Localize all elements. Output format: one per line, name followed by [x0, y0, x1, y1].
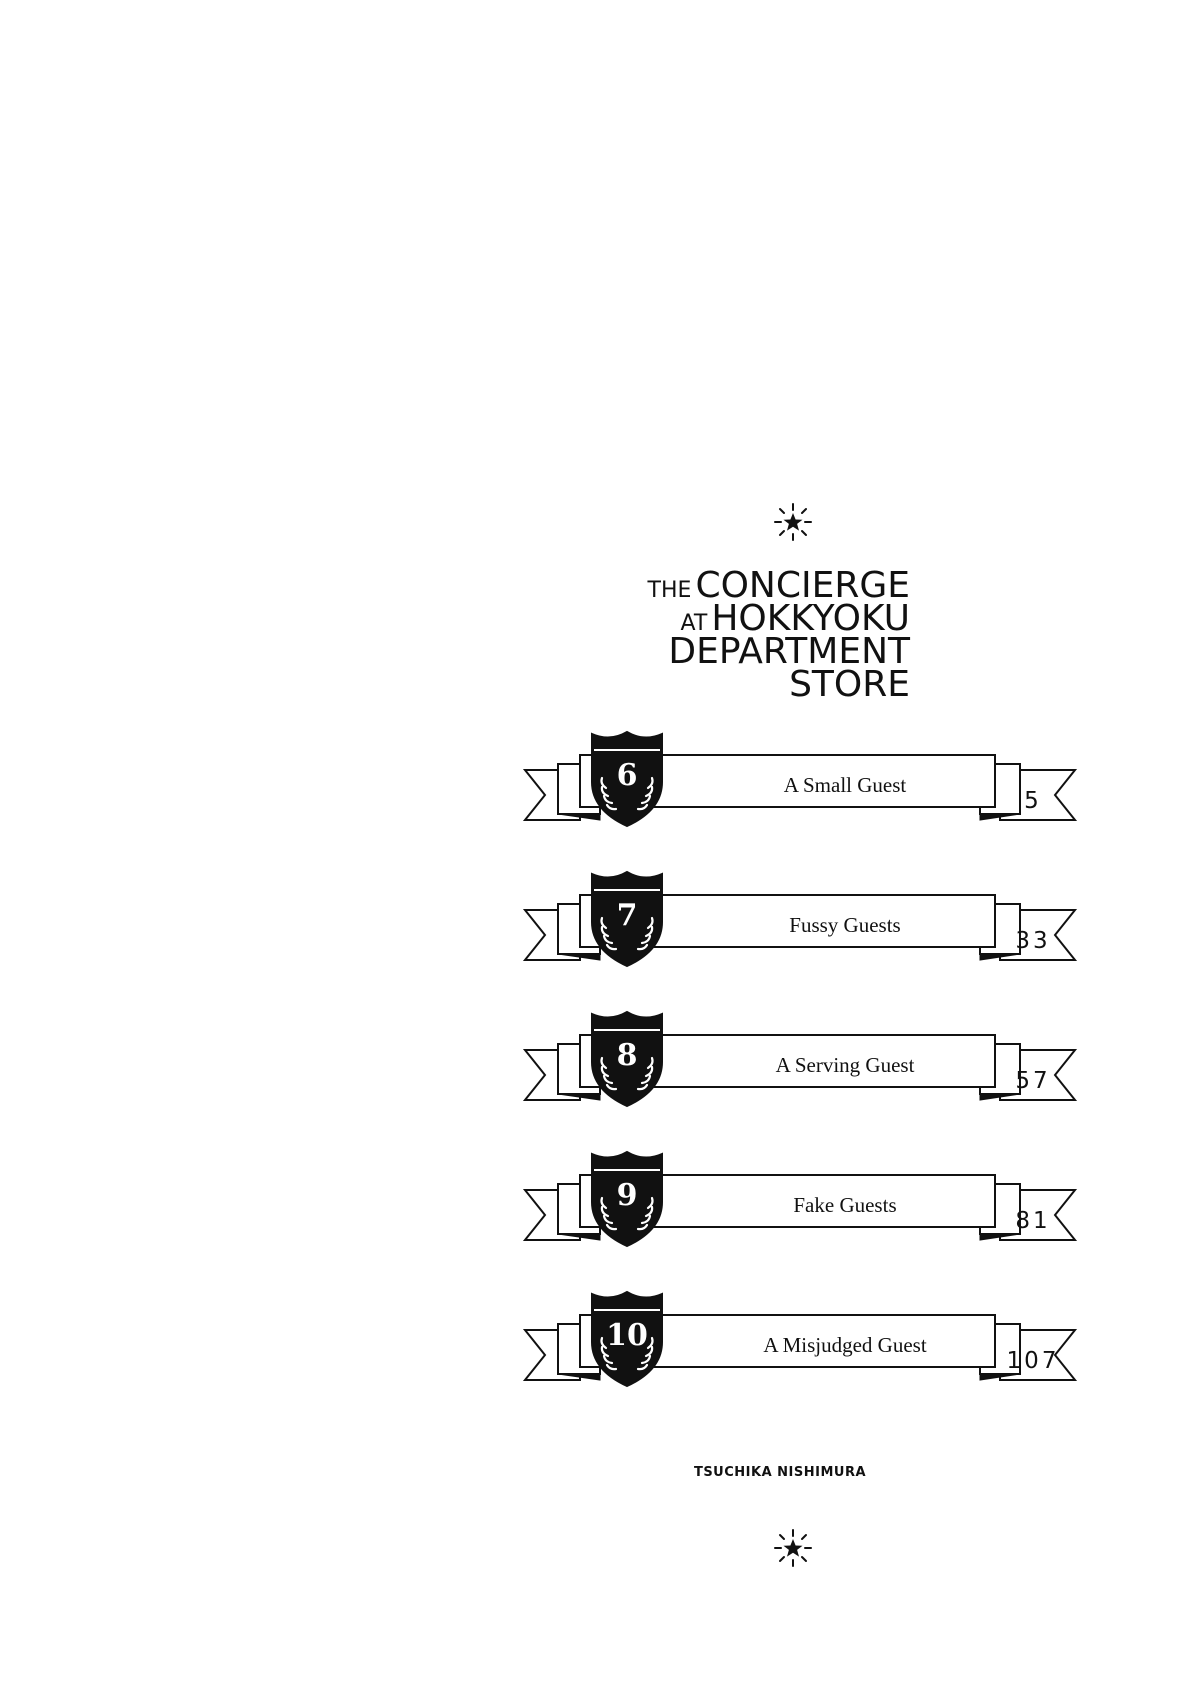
laurel-right-icon	[636, 916, 654, 951]
chapter-page-number: 33	[1015, 928, 1051, 954]
ribbon-right-fold-shadow	[979, 813, 1021, 821]
ribbon-left-fold-shadow	[557, 1233, 601, 1241]
title-line-4: STORE	[789, 664, 910, 705]
toc-entry-chapter-6[interactable]: 6 A Small Guest 5	[520, 730, 1080, 830]
chapter-title: A Serving Guest	[775, 1053, 915, 1077]
laurel-left-icon	[600, 916, 618, 951]
ribbon-left-fold-shadow	[557, 1093, 601, 1101]
chapter-page-number: 107	[1006, 1348, 1060, 1374]
star-burst-icon	[774, 503, 812, 541]
chapter-title: Fake Guests	[793, 1193, 897, 1217]
star-burst-icon	[774, 1529, 812, 1567]
chapter-number: 8	[616, 1038, 638, 1073]
laurel-right-icon	[636, 776, 654, 811]
chapter-number: 9	[616, 1178, 638, 1213]
laurel-right-icon	[636, 1336, 654, 1371]
chapter-title: A Misjudged Guest	[763, 1333, 927, 1357]
toc-entry-chapter-7[interactable]: 7 Fussy Guests 33	[520, 870, 1080, 970]
chapter-page-number: 5	[1024, 788, 1042, 814]
chapter-number: 6	[616, 758, 638, 793]
ribbon-banner	[522, 1150, 1078, 1248]
laurel-left-icon	[600, 1196, 618, 1231]
ribbon-right-fold-shadow	[979, 1373, 1021, 1381]
ribbon-right-fold-shadow	[979, 1093, 1021, 1101]
ribbon-banner	[522, 1290, 1078, 1388]
author-name: TSUCHIKA NISHIMURA	[693, 1465, 867, 1480]
chapter-title: A Small Guest	[783, 773, 907, 797]
ribbon-banner	[522, 1010, 1078, 1108]
chapter-title: Fussy Guests	[789, 913, 901, 937]
toc-entry-chapter-9[interactable]: 9 Fake Guests 81	[520, 1150, 1080, 1250]
toc-entry-chapter-10[interactable]: 10 A Misjudged Guest 107	[520, 1290, 1080, 1390]
chapter-page-number: 57	[1015, 1068, 1051, 1094]
toc-entry-chapter-8[interactable]: 8 A Serving Guest 57	[520, 1010, 1080, 1110]
laurel-left-icon	[600, 1336, 618, 1371]
table-of-contents: 6 A Small Guest 5 7 Fussy Guests 33 8 A …	[520, 730, 1080, 1430]
laurel-left-icon	[600, 776, 618, 811]
chapter-number: 10	[606, 1318, 648, 1353]
ribbon-right-fold-shadow	[979, 953, 1021, 961]
title-line-3: DEPARTMENT	[668, 631, 910, 672]
ribbon-left-fold-shadow	[557, 953, 601, 961]
ribbon-banner	[522, 730, 1078, 828]
ribbon-right-fold-shadow	[979, 1233, 1021, 1241]
ribbon-banner	[522, 870, 1078, 968]
chapter-number: 7	[616, 898, 638, 933]
ribbon-left-fold-shadow	[557, 813, 601, 821]
laurel-right-icon	[636, 1196, 654, 1231]
chapter-page-number: 81	[1015, 1208, 1051, 1234]
laurel-right-icon	[636, 1056, 654, 1091]
laurel-left-icon	[600, 1056, 618, 1091]
ribbon-left-fold-shadow	[557, 1373, 601, 1381]
